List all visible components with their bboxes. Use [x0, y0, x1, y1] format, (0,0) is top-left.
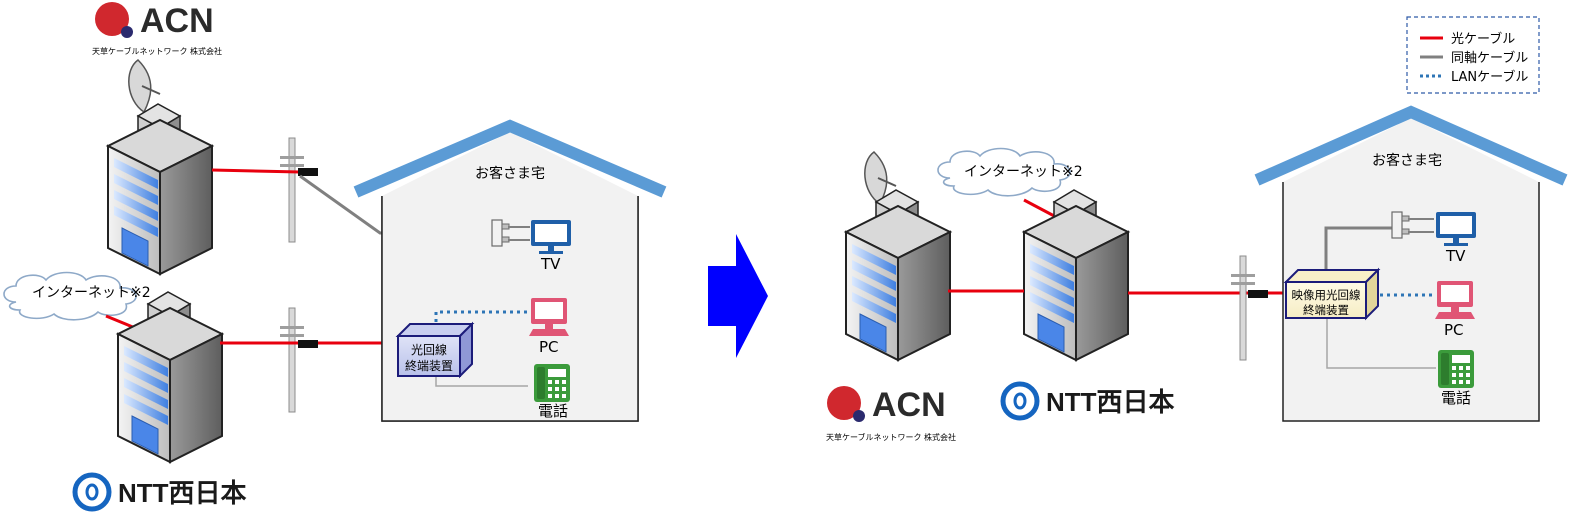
fiber-cable — [1023, 198, 1059, 220]
phone-icon — [1438, 350, 1474, 388]
internet-label: インターネット※2 — [32, 285, 151, 301]
utility-pole — [279, 307, 305, 413]
coax-cable — [1324, 226, 1392, 270]
acn-subtitle: 天草ケーブルネットワーク 株式会社 — [92, 46, 222, 56]
ntt-logo-after: NTT西日本 — [1000, 381, 1175, 421]
acn-logo-text: ACN — [872, 386, 946, 424]
pc-label: PC — [539, 338, 559, 356]
acn-mark-icon — [95, 2, 129, 36]
utility-pole — [279, 137, 305, 243]
transition-arrow — [708, 234, 768, 358]
onu-device-before: 光回線 終端装置 — [395, 321, 475, 379]
ntt-logo-before: NTT西日本 — [72, 472, 247, 512]
acn-logo-text: ACN — [140, 2, 214, 40]
acn-building-icon — [107, 103, 213, 275]
onu-label-line2: 終端装置 — [1303, 303, 1349, 317]
ntt-building-icon — [117, 291, 223, 463]
ntt-building-icon — [1023, 189, 1129, 361]
ntt-logo-text: NTT西日本 — [118, 478, 247, 508]
drop-terminal — [298, 340, 318, 348]
legend-item-fiber: 光ケーブル — [1451, 31, 1515, 47]
phone-cable — [435, 376, 528, 387]
internet-label: インターネット※2 — [964, 164, 1083, 180]
phone-label: 電話 — [538, 402, 568, 420]
acn-logo-after: ACN 天草ケーブルネットワーク 株式会社 — [826, 386, 956, 442]
legend-item-coax: 同軸ケーブル — [1451, 50, 1528, 66]
coax-converter — [298, 168, 318, 176]
ntt-mark-icon — [72, 472, 112, 512]
pc-label: PC — [1444, 321, 1464, 339]
acn-mark-icon — [827, 386, 861, 420]
onu-label-line2: 終端装置 — [405, 358, 453, 373]
phone-icon — [534, 364, 570, 402]
acn-logo-before: ACN 天草ケーブルネットワーク 株式会社 — [92, 2, 222, 56]
acn-subtitle: 天草ケーブルネットワーク 株式会社 — [826, 432, 956, 442]
utility-pole — [1230, 255, 1256, 361]
lan-cable — [434, 310, 528, 322]
house-label: お客さま宅 — [1372, 152, 1442, 169]
legend: 光ケーブル 同軸ケーブル LANケーブル — [1406, 16, 1540, 94]
roof — [1254, 105, 1568, 186]
onu-device-after: 映像用光回線 終端装置 — [1283, 267, 1381, 321]
ntt-mark-icon — [1000, 381, 1040, 421]
house-after: お客さま宅 — [1254, 105, 1568, 422]
legend-item-lan: LANケーブル — [1451, 69, 1528, 85]
pc-icon — [529, 298, 569, 336]
fiber-cable — [211, 168, 301, 174]
onu-label-line1: 光回線 — [411, 342, 447, 357]
tv-label: TV — [1445, 247, 1466, 265]
ntt-logo-text: NTT西日本 — [1046, 387, 1175, 417]
house-label: お客さま宅 — [475, 165, 545, 182]
pc-icon — [1435, 281, 1475, 319]
phone-cable — [1326, 318, 1436, 369]
acn-building-icon — [845, 189, 951, 361]
roof — [353, 119, 667, 198]
onu-label-line1: 映像用光回線 — [1292, 288, 1361, 302]
drop-terminal — [1248, 290, 1268, 298]
phone-label: 電話 — [1441, 389, 1471, 407]
tv-label: TV — [540, 255, 561, 273]
